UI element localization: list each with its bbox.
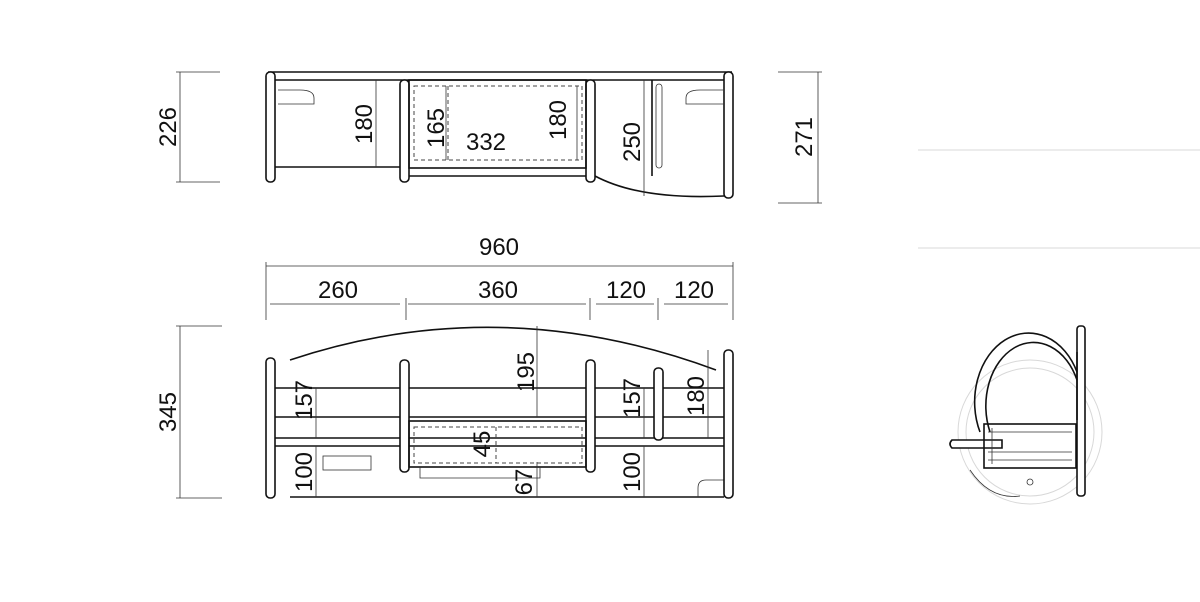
dim-front-left-upper: 157 (291, 380, 318, 420)
dim-front-total-width: 960 (479, 234, 519, 261)
dim-top-drawer-depth: 165 (423, 108, 450, 148)
divider-2-front (585, 359, 596, 473)
handle-slot (322, 455, 372, 471)
top-view: 226 271 180 165 332 180 250 (155, 71, 822, 204)
dim-top-drawer-inner: 180 (545, 100, 572, 140)
dim-top-drawer-width: 332 (466, 129, 506, 156)
left-end-panel-top (265, 71, 276, 183)
divider-3-front (653, 367, 664, 441)
front-view: 960 260 360 120 120 345 (155, 234, 734, 499)
dim-front-drawer-height: 45 (469, 431, 496, 458)
dim-top-depth-right: 271 (791, 117, 818, 157)
dim-front-bay-2: 360 (478, 277, 518, 304)
dim-top-shelf-right: 250 (619, 122, 646, 162)
divider-1-front (399, 359, 410, 473)
dim-front-arch-center: 195 (513, 352, 540, 392)
dim-top-inner-left: 180 (351, 104, 378, 144)
dim-front-base-gap: 67 (511, 469, 538, 496)
dim-front-bay-3: 120 (606, 277, 646, 304)
dim-front-bay-4: 120 (674, 277, 714, 304)
divider-2-top (585, 79, 596, 183)
dim-top-depth-left: 226 (155, 107, 182, 147)
right-end-panel-front (723, 349, 734, 499)
dim-front-bay-1: 260 (318, 277, 358, 304)
right-end-panel-top (723, 71, 734, 199)
dim-front-right-lower: 100 (619, 452, 646, 492)
dim-front-total-height: 345 (155, 392, 182, 432)
side-view (918, 149, 1200, 505)
dim-front-right-post: 180 (683, 376, 710, 416)
divider-1-top (399, 79, 410, 183)
dim-front-right-upper: 157 (619, 378, 646, 418)
dim-front-left-lower: 100 (291, 452, 318, 492)
side-shelf-rail (949, 439, 1003, 449)
left-end-panel-front (265, 357, 276, 499)
side-rear-post (1076, 325, 1086, 497)
